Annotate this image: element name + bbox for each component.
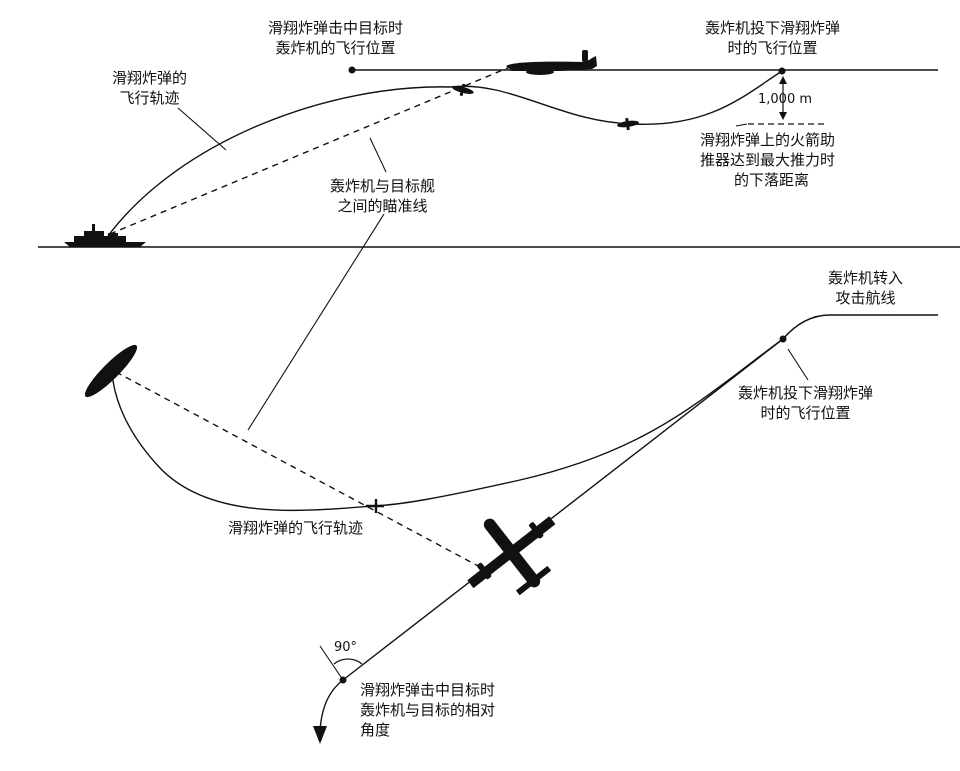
label-sight-line: 轰炸机与目标舰 之间的瞄准线 — [330, 177, 436, 215]
glide-bomb-icon-upper — [452, 83, 474, 97]
bomb-flight-path-plan — [111, 338, 784, 512]
bomber-track-plan — [342, 338, 784, 681]
label-release-position-plan: 轰炸机投下滑翔炸弹 时的飞行位置 — [738, 384, 874, 422]
leader-bomb-path-elevation — [177, 107, 227, 151]
leader-sight-line-plan — [247, 213, 385, 431]
target-ship-plan-icon — [84, 344, 138, 398]
label-angle-value: 90° — [334, 640, 358, 655]
label-bomb-path-elevation: 滑翔炸弹的 飞行轨迹 — [112, 69, 188, 107]
glide-bomb-plan-icon — [366, 499, 384, 513]
impact-bomber-position-dot — [348, 66, 356, 74]
sighting-line-plan — [115, 371, 481, 568]
label-relative-angle: 滑翔炸弹击中目标时 轰炸机与目标的相对 角度 — [360, 681, 496, 739]
bomber-plan-icon — [467, 516, 556, 596]
bomb-flight-path-elevation — [107, 70, 783, 237]
leader-sight-line-elevation — [369, 137, 387, 173]
leader-drop-distance — [735, 123, 748, 127]
target-ship-icon — [64, 224, 146, 247]
bomber-side-icon — [506, 50, 597, 75]
leader-release-plan — [787, 348, 809, 381]
bomber-attack-course — [782, 314, 938, 340]
label-bomb-path-plan: 滑翔炸弹的飞行轨迹 — [228, 519, 364, 537]
label-drop-distance: 滑翔炸弹上的火箭助 推器达到最大推力时 的下落距离 — [700, 131, 836, 189]
angle-reference-line — [319, 645, 344, 681]
glide-bomb-icon-lower — [617, 117, 639, 131]
angle-arc — [333, 658, 363, 665]
breakaway-arrow-icon — [313, 726, 327, 744]
bomber-breakaway-path — [319, 679, 344, 731]
label-release-position-elevation: 轰炸机投下滑翔炸弹 时的飞行位置 — [705, 19, 841, 57]
label-turn-in: 轰炸机转入 攻击航线 — [828, 269, 904, 307]
label-drop-value: 1,000 m — [758, 92, 813, 107]
label-impact-bomber-position: 滑翔炸弹击中目标时 轰炸机的飞行位置 — [268, 19, 404, 57]
